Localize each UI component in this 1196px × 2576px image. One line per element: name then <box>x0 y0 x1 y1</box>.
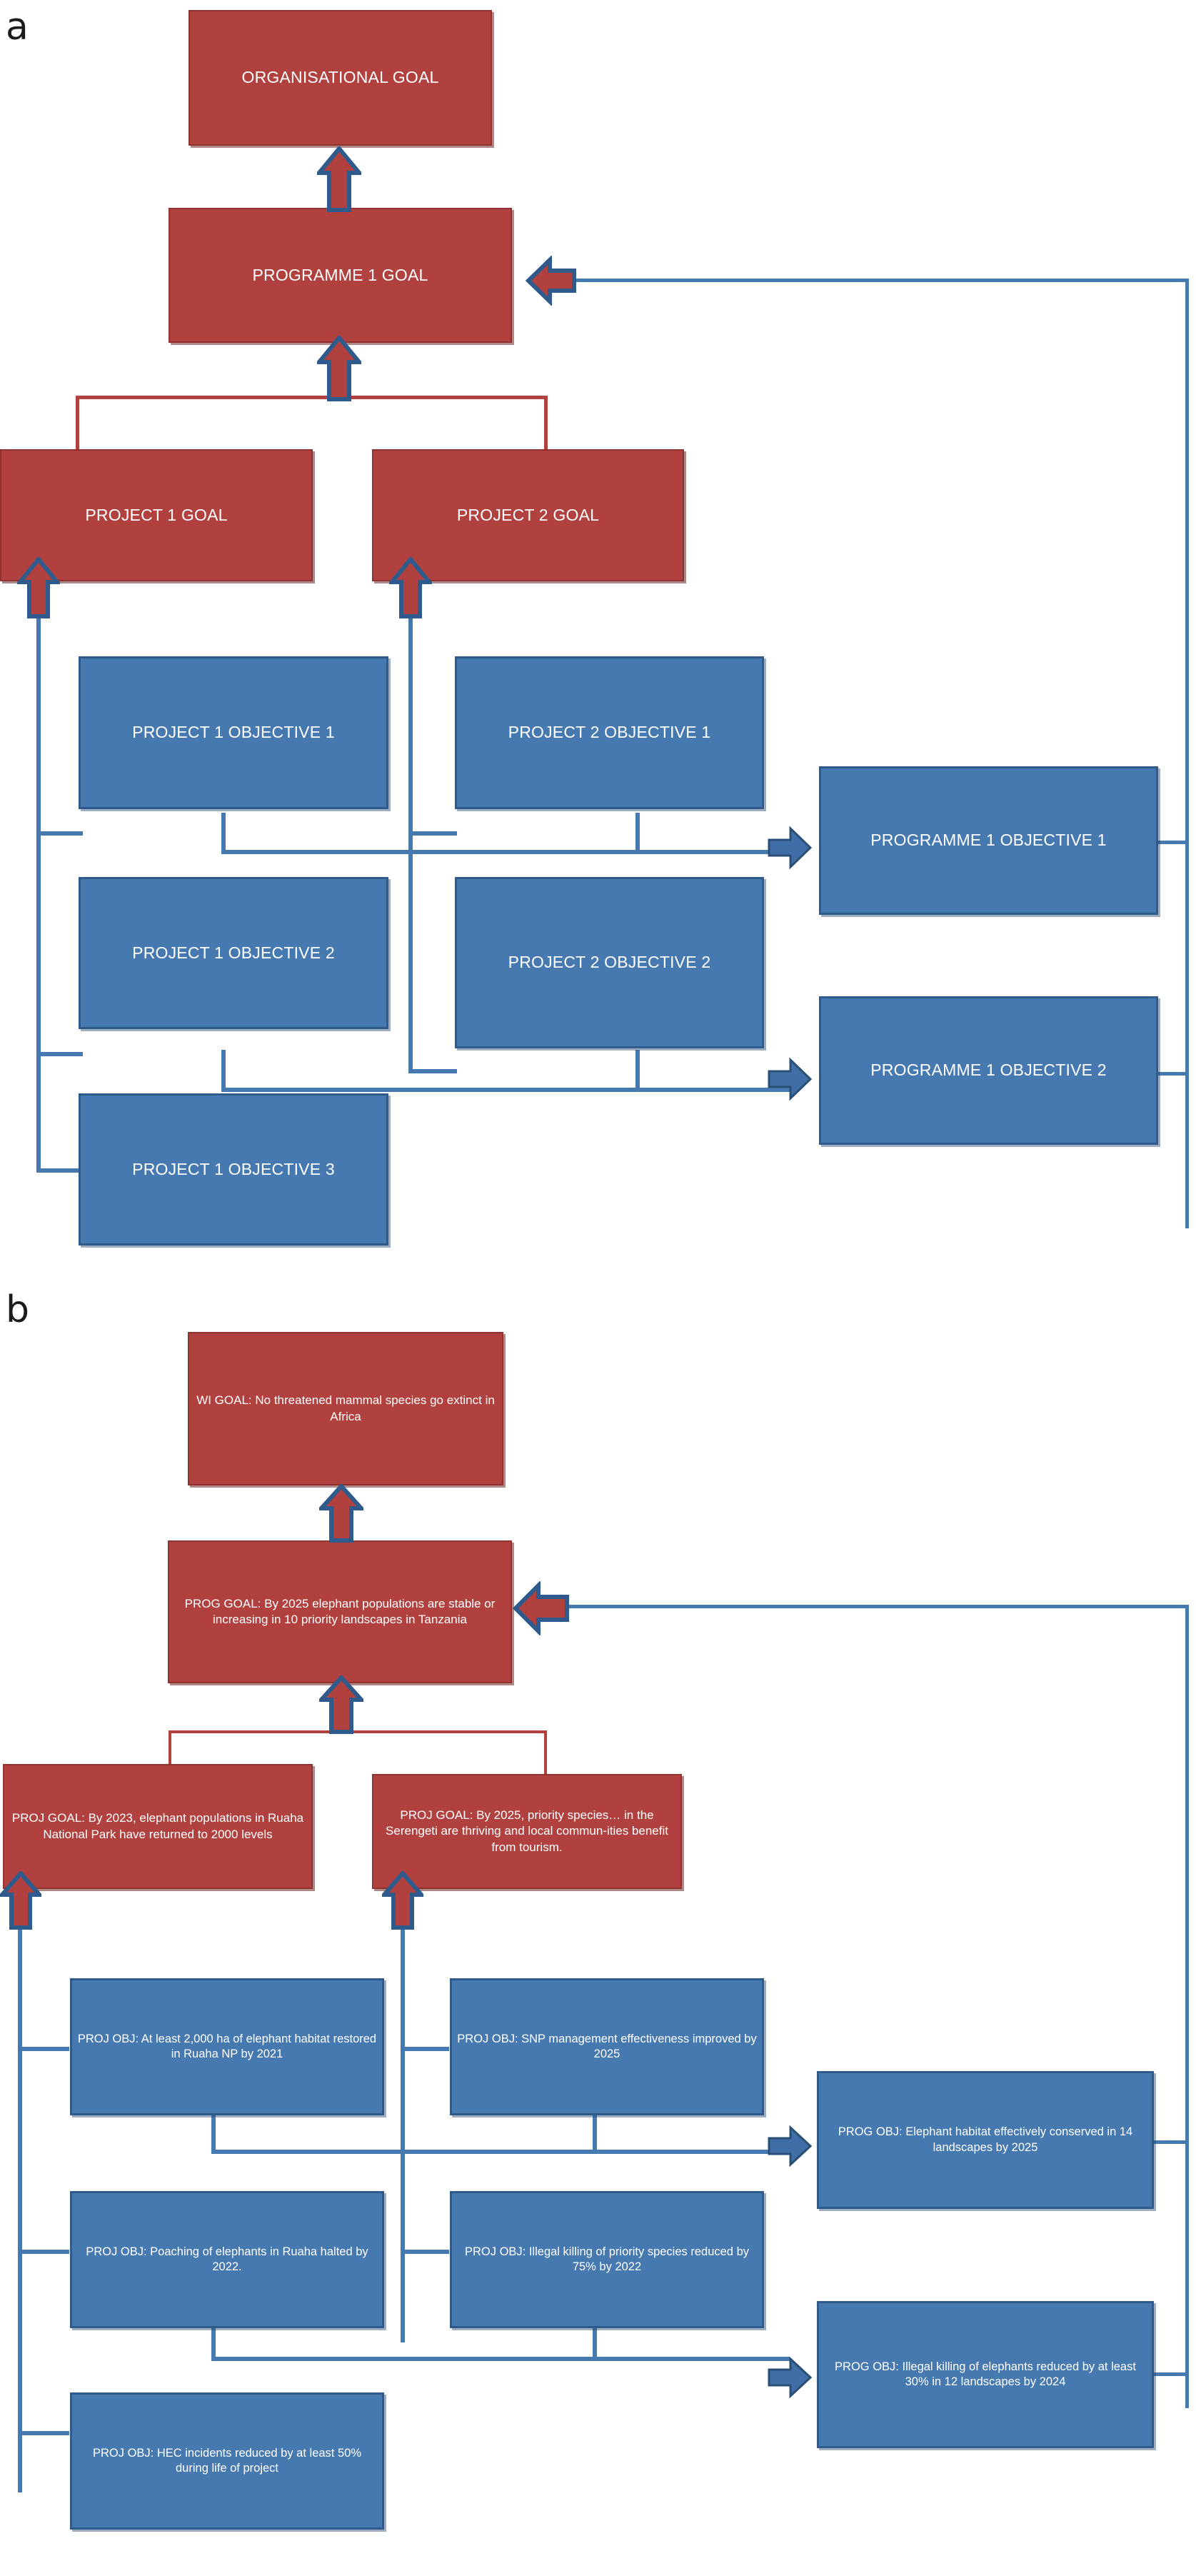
box-project-1-objective-3[interactable]: PROJECT 1 OBJECTIVE 3 <box>79 1093 388 1246</box>
box-project-2-objective-1[interactable]: PROJECT 2 OBJECTIVE 1 <box>455 656 764 809</box>
box-wi-goal[interactable]: WI GOAL: No threatened mammal species go… <box>188 1332 503 1485</box>
feedback-line-horizontal-b <box>564 1605 1189 1608</box>
arrow-up-programme-goal <box>317 336 361 401</box>
arrow-up-wi-goal <box>319 1484 363 1543</box>
arrow-up-proj-goal-2 <box>382 1871 423 1930</box>
feedback-line-vertical-b <box>1185 1605 1189 2408</box>
drop-b-po1-left <box>211 2112 216 2153</box>
arrow-up-prog-goal <box>319 1675 363 1734</box>
box-programme-1-objective-2[interactable]: PROGRAMME 1 OBJECTIVE 2 <box>819 996 1158 1145</box>
feedback-line-vertical-a <box>1185 279 1189 1228</box>
drop-p1o1 <box>221 813 226 853</box>
box-project-2-goal[interactable]: PROJECT 2 GOAL <box>372 449 684 581</box>
box-project-1-goal[interactable]: PROJECT 1 GOAL <box>0 449 313 581</box>
stub-project1-obj2 <box>36 1052 83 1056</box>
tail-programme-objective-2 <box>1153 1072 1189 1076</box>
spine-project2-vertical <box>408 608 413 1073</box>
box-project-1-objective-2[interactable]: PROJECT 1 OBJECTIVE 2 <box>79 877 388 1029</box>
box-proj-obj-1[interactable]: PROJ OBJ: At least 2,000 ha of elephant … <box>70 1978 384 2115</box>
bracket-top-a <box>76 396 548 399</box>
box-proj-obj-5[interactable]: PROJ OBJ: Illegal killing of priority sp… <box>450 2191 764 2328</box>
box-proj-goal-1[interactable]: PROJ GOAL: By 2023, elephant populations… <box>3 1764 313 1889</box>
bracket-right-b <box>544 1730 547 1776</box>
box-proj-obj-4[interactable]: PROJ OBJ: SNP management effectiveness i… <box>450 1978 764 2115</box>
bus-to-prog-obj-1-b <box>211 2150 790 2154</box>
drop-p1o2 <box>221 1050 226 1091</box>
drop-b-po2-left <box>211 2320 216 2360</box>
tail-prog-obj-1-b <box>1151 2140 1189 2144</box>
box-prog-obj-1[interactable]: PROG OBJ: Elephant habitat effectively c… <box>817 2071 1154 2209</box>
drop-b-po1-right <box>593 2112 597 2153</box>
drop-p2o1 <box>635 813 640 853</box>
stub-projobj2-b <box>18 2250 69 2254</box>
stub-project1-obj1 <box>36 831 83 836</box>
spine-project1-vertical <box>36 608 41 1173</box>
box-programme-1-objective-1[interactable]: PROGRAMME 1 OBJECTIVE 1 <box>819 766 1158 915</box>
stub-projobj5-b <box>401 2250 449 2254</box>
drop-p2o2 <box>635 1050 640 1091</box>
box-prog-goal[interactable]: PROG GOAL: By 2025 elephant populations … <box>168 1540 512 1683</box>
box-organisational-goal[interactable]: ORGANISATIONAL GOAL <box>189 10 492 146</box>
arrow-up-project1-goal <box>17 557 60 618</box>
panel-label-a: a <box>6 6 29 49</box>
arrow-up-organisational-goal <box>317 146 361 212</box>
arrow-left-programme-goal-feedback <box>526 256 576 306</box>
bracket-top-b <box>169 1730 547 1733</box>
drop-b-po2-right <box>593 2320 597 2360</box>
spine-projgoal1-vertical-b <box>18 1921 22 2492</box>
arrow-right-prog-obj-2-b <box>768 2357 812 2398</box>
box-programme-1-goal[interactable]: PROGRAMME 1 GOAL <box>169 208 512 343</box>
stub-projobj1-b <box>18 2047 69 2051</box>
arrow-right-programme-objective-1 <box>768 826 812 870</box>
stub-project2-obj2 <box>408 1069 457 1073</box>
arrow-up-project2-goal <box>389 557 432 618</box>
stub-projobj3-b <box>18 2431 69 2435</box>
stub-projobj4-b <box>401 2047 449 2051</box>
bracket-left-a <box>76 396 79 454</box>
box-proj-obj-3[interactable]: PROJ OBJ: HEC incidents reduced by at le… <box>70 2392 384 2530</box>
arrow-left-prog-goal-feedback <box>513 1581 569 1635</box>
panel-label-b: b <box>6 1288 30 1331</box>
bracket-right-a <box>544 396 548 454</box>
spine-projgoal2-vertical-b <box>401 1921 405 2342</box>
feedback-line-horizontal-a <box>564 279 1189 282</box>
box-proj-obj-2[interactable]: PROJ OBJ: Poaching of elephants in Ruaha… <box>70 2191 384 2328</box>
stub-project1-obj3 <box>36 1168 83 1173</box>
stub-project2-obj1 <box>408 831 457 836</box>
arrow-up-proj-goal-1 <box>0 1871 41 1930</box>
tail-programme-objective-1 <box>1153 841 1189 844</box>
arrow-right-programme-objective-2 <box>768 1057 812 1101</box>
bus-to-programme-objective-2 <box>221 1088 793 1092</box>
box-project-2-objective-2[interactable]: PROJECT 2 OBJECTIVE 2 <box>455 877 764 1048</box>
bus-to-prog-obj-2-b <box>211 2357 790 2361</box>
bracket-left-b <box>169 1730 171 1776</box>
arrow-right-prog-obj-1-b <box>768 2125 812 2167</box>
tail-prog-obj-2-b <box>1151 2372 1189 2376</box>
box-project-1-objective-1[interactable]: PROJECT 1 OBJECTIVE 1 <box>79 656 388 809</box>
box-proj-goal-2[interactable]: PROJ GOAL: By 2025, priority species… in… <box>372 1774 682 1889</box>
box-prog-obj-2[interactable]: PROG OBJ: Illegal killing of elephants r… <box>817 2301 1154 2448</box>
bus-to-programme-objective-1 <box>221 850 793 854</box>
